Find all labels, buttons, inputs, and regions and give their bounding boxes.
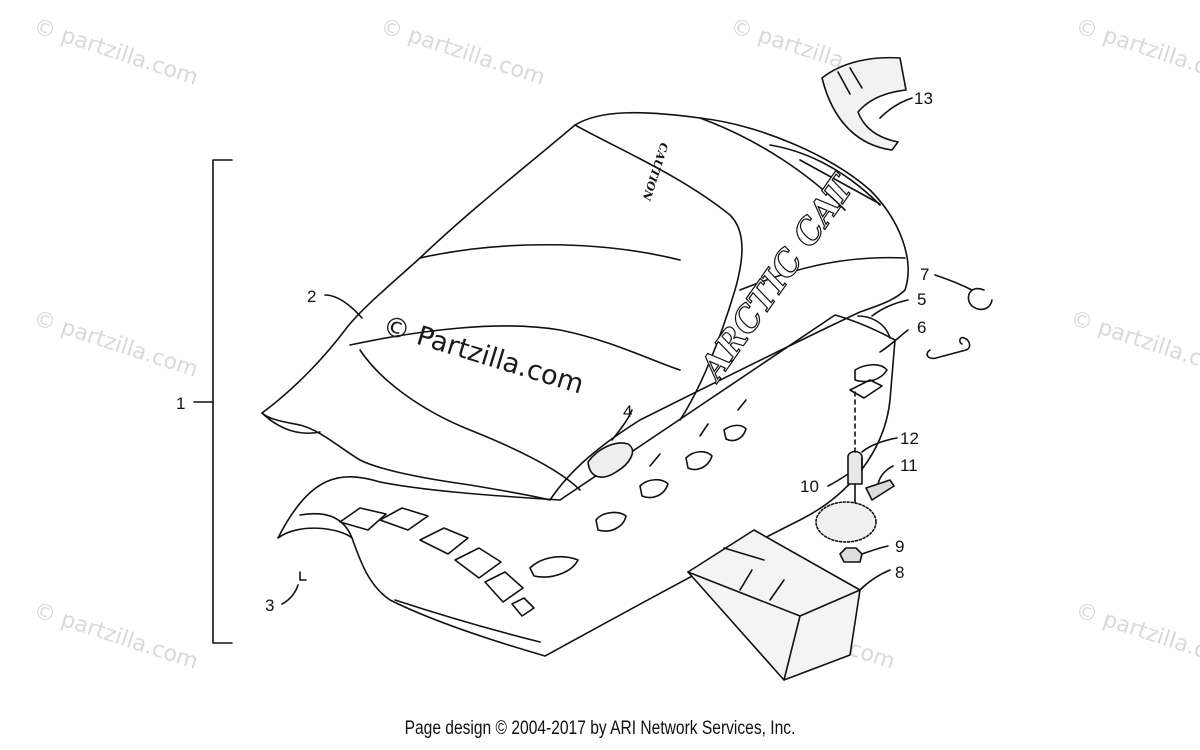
- seat-badge: [587, 442, 634, 478]
- callout-12: 12: [900, 429, 919, 448]
- callout-7: 7: [920, 265, 929, 284]
- callout-5: 5: [917, 290, 926, 309]
- seat-base-pan: [277, 314, 896, 657]
- side-panel: [849, 315, 891, 399]
- knob-assembly: [815, 391, 895, 543]
- brand-decal: ARCTIC CAT: [691, 166, 864, 389]
- assembly-bracket: [193, 159, 233, 644]
- nut: [839, 547, 863, 563]
- foam-block: [687, 529, 861, 681]
- callout-10: 10: [800, 477, 819, 496]
- callout-3: 3: [265, 596, 274, 615]
- callout-9: 9: [895, 537, 904, 556]
- seat-cover: [261, 111, 909, 501]
- page-footer: Page design © 2004-2017 by ARI Network S…: [404, 718, 796, 739]
- callout-11: 11: [900, 456, 918, 475]
- callout-8: 8: [895, 563, 904, 582]
- hook-part: [926, 336, 971, 360]
- callout-1: 1: [176, 394, 185, 413]
- clip-ring: [967, 287, 993, 311]
- strap: [821, 56, 907, 151]
- callout-4: 4: [623, 402, 632, 421]
- leader-lines: [281, 97, 973, 605]
- callout-2: 2: [307, 287, 316, 306]
- callout-6: 6: [917, 318, 926, 337]
- callout-13: 13: [914, 89, 933, 108]
